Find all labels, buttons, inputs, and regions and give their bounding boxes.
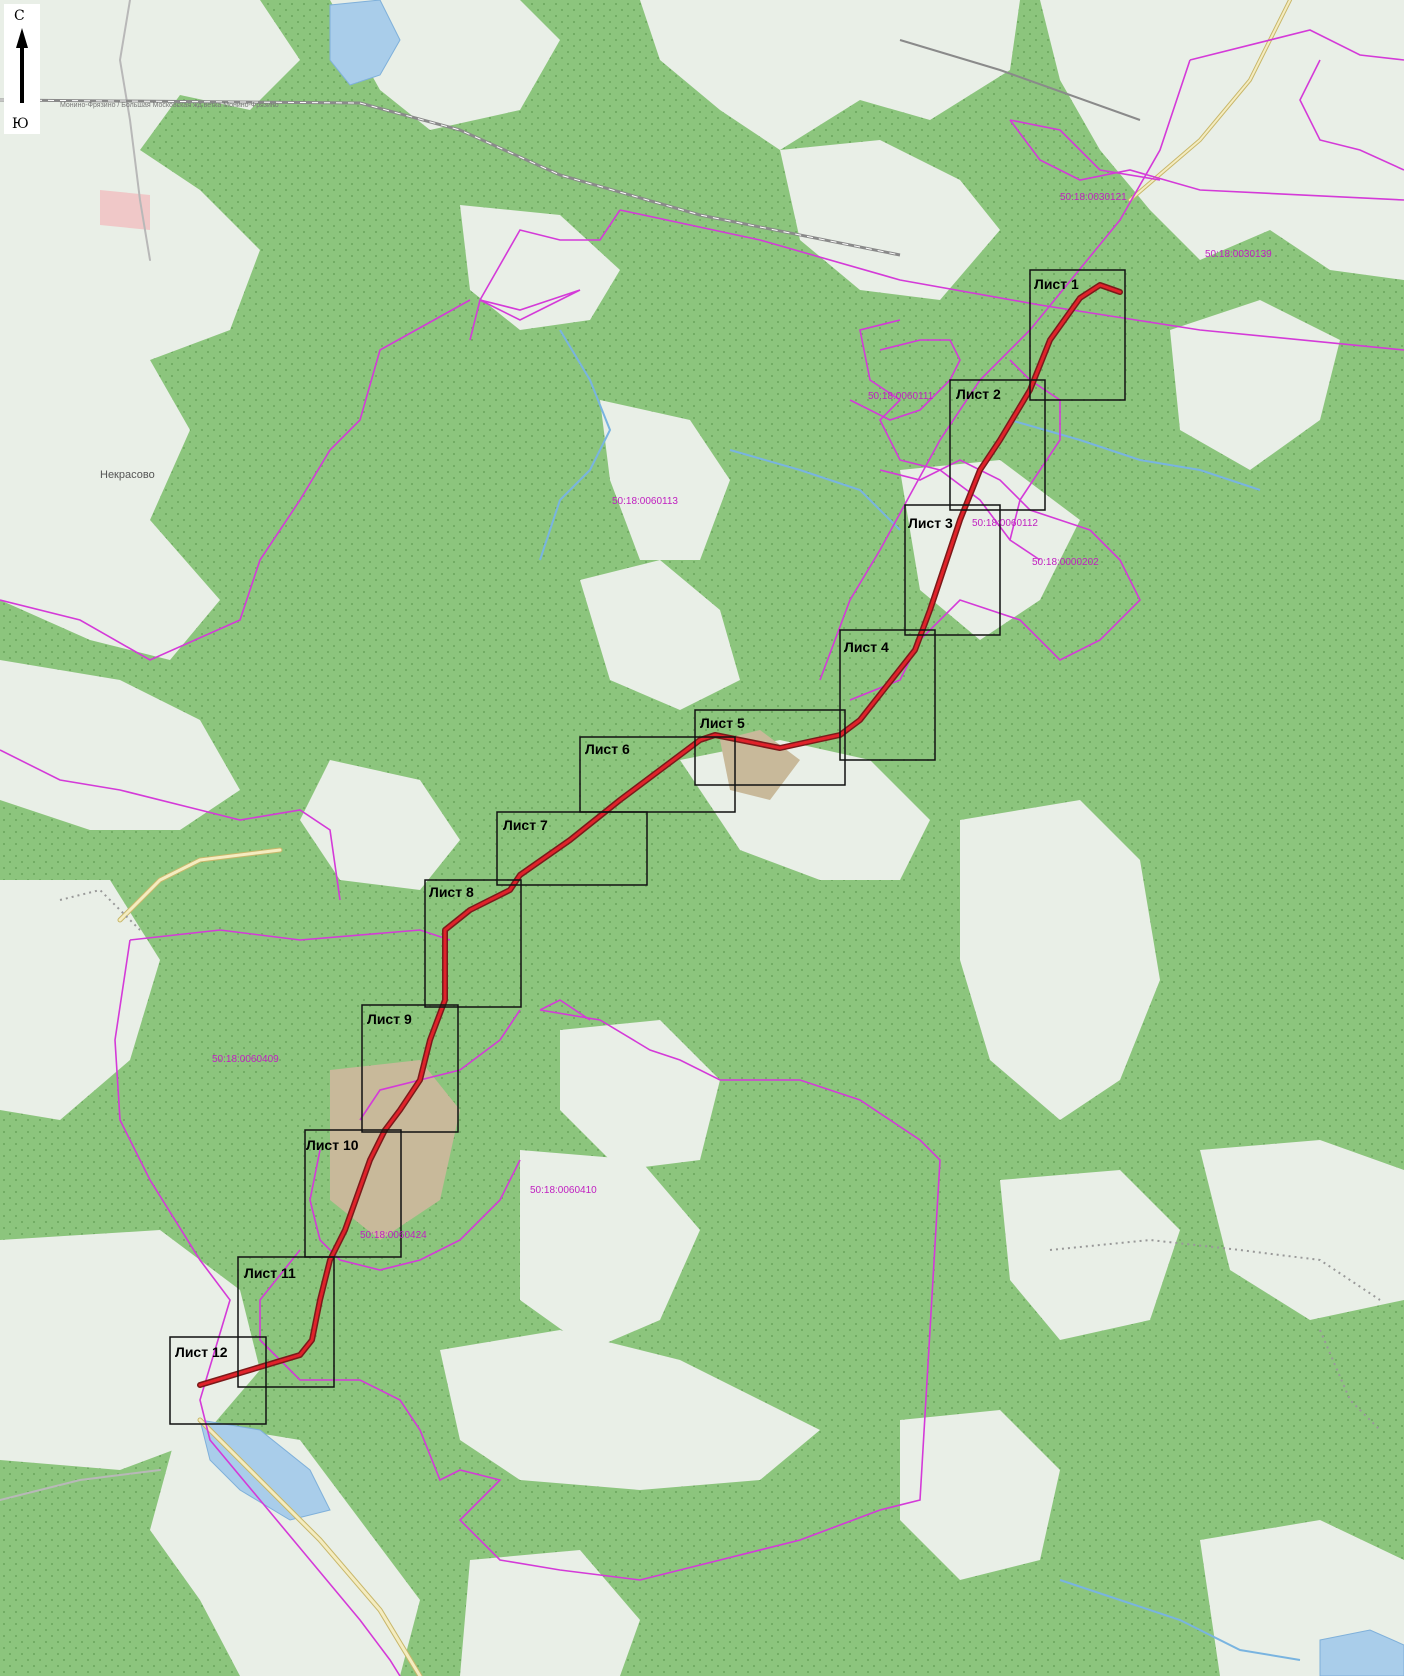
sheet-label-7: Лист 7 — [503, 817, 548, 833]
parcel-labels: 50:18:0030121 50:18:0030139 50:18:006011… — [212, 192, 1272, 1241]
roads — [0, 0, 1292, 1676]
sheet-frame-2[interactable] — [949, 379, 1046, 511]
sheet-frame-7[interactable] — [496, 811, 648, 886]
compass-north-arrow-icon — [16, 28, 28, 48]
compass-north-label: С — [14, 8, 25, 24]
compass-south-label: Ю — [12, 116, 29, 132]
parcel-label-0000202: 50:18:0000202 — [1032, 557, 1099, 568]
parcel-label-0060112: 50:18:0060112 — [972, 518, 1038, 529]
railway-label: Монино-Фрязино / Большая Московская жд в… — [60, 102, 279, 109]
sheet-frame-3[interactable] — [904, 504, 1001, 636]
sheet-label-2: Лист 2 — [956, 386, 1001, 402]
sheet-label-4: Лист 4 — [844, 639, 889, 655]
parcel-label-0060424: 50:18:0060424 — [360, 1230, 427, 1241]
dotted-tracks — [59, 888, 1381, 1431]
sheet-label-11: Лист 11 — [244, 1265, 296, 1281]
parcel-label-0030121: 50:18:0030121 — [1060, 192, 1127, 203]
north-arrow: С Ю — [4, 4, 40, 134]
cadastral-boundaries — [0, 29, 1404, 1676]
sheet-frame-6[interactable] — [579, 736, 736, 813]
parcel-label-0060111: 50:18:0060111 — [868, 391, 934, 402]
sheet-label-8: Лист 8 — [429, 884, 474, 900]
streams — [539, 329, 1301, 1661]
sheet-frame-12[interactable] — [169, 1336, 267, 1425]
sheet-frame-1[interactable] — [1029, 269, 1126, 401]
railway — [0, 39, 1141, 257]
sheet-label-10: Лист 10 — [306, 1137, 359, 1153]
route-line — [197, 282, 1123, 1388]
sheet-label-3: Лист 3 — [908, 515, 953, 531]
compass-shaft — [20, 48, 24, 103]
sheet-frame-4[interactable] — [839, 629, 936, 761]
parcel-label-0060410: 50:18:0060410 — [530, 1185, 597, 1196]
sheet-frame-8[interactable] — [424, 879, 522, 1008]
sheet-frame-5[interactable] — [694, 709, 846, 786]
place-labels: Некрасово — [100, 469, 155, 481]
parcel-label-0060113: 50:18:0060113 — [612, 496, 678, 507]
sheet-label-12: Лист 12 — [175, 1344, 228, 1360]
place-label-nekrasovo: Некрасово — [100, 469, 155, 481]
water-bodies — [199, 0, 1404, 1676]
sheet-label-5: Лист 5 — [700, 715, 745, 731]
parcel-label-0060409: 50:18:0060409 — [212, 1054, 279, 1065]
parcel-label-0030139: 50:18:0030139 — [1205, 249, 1272, 260]
sheet-label-9: Лист 9 — [367, 1011, 412, 1027]
sheet-label-1: Лист 1 — [1034, 276, 1079, 292]
sheet-labels: Лист 1 Лист 2 Лист 3 Лист 4 Лист 5 Лист … — [175, 276, 1079, 1360]
sheet-frames — [169, 269, 1126, 1425]
sheet-label-6: Лист 6 — [585, 741, 630, 757]
sheet-frame-11[interactable] — [237, 1256, 335, 1388]
sheet-frame-9[interactable] — [361, 1004, 459, 1133]
sheet-frame-10[interactable] — [304, 1129, 402, 1258]
